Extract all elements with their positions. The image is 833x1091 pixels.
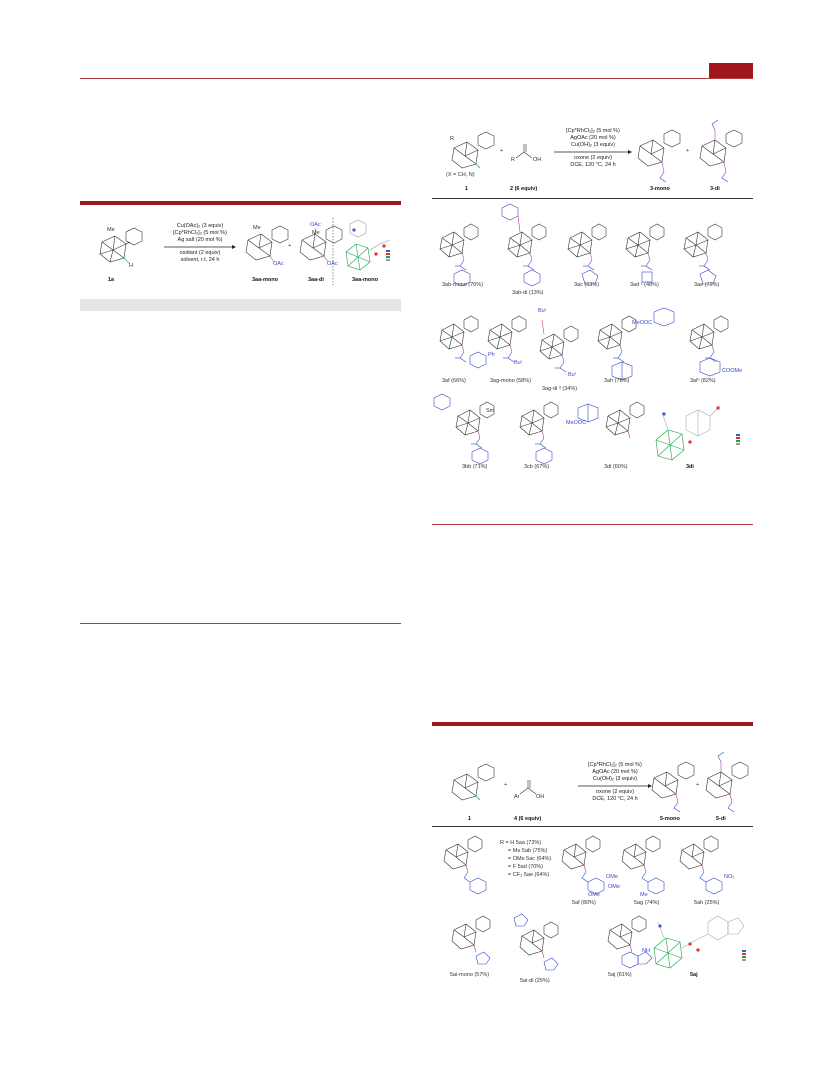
scheme3-oh: OH (536, 794, 545, 800)
scheme3-subst-3: = OMe 5ac (64%) (508, 856, 552, 862)
group-no2: NO₂ (724, 874, 735, 880)
scheme2-plus-1: + (500, 148, 504, 154)
mono-me-label: Me (253, 225, 261, 231)
group-meooc: MeOOC (632, 320, 653, 326)
product-mono-label: 3aa-mono (252, 277, 278, 283)
scheme2-x-label: (X = CH, N) (446, 172, 475, 178)
sub-me-label: Me (107, 227, 115, 233)
scheme2-condition-1: oxone (2 equiv) (574, 155, 612, 161)
scheme3-top-rule (432, 722, 753, 726)
scheme3-subst-2: = Me 5ab (75%) (508, 848, 548, 854)
scheme2-label-2: 2 (6 equiv) (510, 186, 538, 192)
scheme2-acid-r: R (511, 157, 515, 163)
scheme2-products: 3ab-mono (76%) 3ab-di (13%) 3ac (63%) 3a… (432, 202, 753, 492)
group-ome-3: OMe (588, 892, 600, 898)
scheme2-reagent-1: [Cp*RhCl₂]₂ (5 mol %) (566, 128, 620, 134)
product-5aj: 5aj (61%) (608, 972, 632, 978)
scheme3-subst-5: = CF₃ 5ae (64%) (508, 872, 550, 878)
product-3ab-mono: 3ab-mono (76%) (442, 282, 483, 288)
mono-oac-label: OAc (273, 261, 284, 267)
scheme2-label-1: 1 (465, 186, 469, 192)
product-3ac: 3ac (63%) (574, 282, 600, 288)
scheme3-plus-2: + (696, 782, 700, 788)
scheme3-label-1: 1 (468, 816, 472, 822)
scheme3-divider (432, 826, 753, 827)
product-3cb: 3cb (67%) (524, 464, 550, 470)
scheme2-r-label: R (450, 136, 454, 142)
scheme3-reagent-1: [Cp*RhCl₂]₂ (5 mol %) (588, 762, 642, 768)
scheme3-subst-4: = F 5ad (70%) (508, 864, 544, 870)
product-3di-xray: 3di (686, 464, 694, 470)
product-di-label: 3aa-di (308, 277, 324, 283)
sub-h-label: H (129, 263, 133, 269)
scheme3-condition-2: DCE, 120 °C, 24 h (592, 796, 638, 802)
scheme3-subst-1: R = H 5aa (73%) (500, 840, 542, 846)
group-meooc-2: MeOOC (566, 420, 587, 426)
product-5ag: 5ag (74%) (634, 900, 660, 906)
product-xray-label: 3aa-mono (352, 277, 378, 283)
group-ph: Ph (488, 352, 495, 358)
page-number-tab (709, 63, 753, 78)
scheme3-reaction: + Ar OH [Cp*RhCl₂]₂ (5 mol %) AgOAc (20 … (432, 750, 753, 826)
product-3ae: 3ae (72%) (694, 282, 720, 288)
plus-sign: + (288, 243, 292, 249)
scheme3-label-di: 5-di (716, 816, 726, 822)
group-me-5ag: Me (640, 892, 648, 898)
product-3bb: 3bb (71%) (462, 464, 488, 470)
group-ome-1: OMe (606, 874, 618, 880)
scheme2-divider (432, 198, 753, 199)
scheme2-label-di: 3-di (710, 186, 720, 192)
scheme2-reagent-3: Cu(OH)₂ (3 equiv) (570, 142, 615, 148)
scheme3-plus-1: + (504, 782, 508, 788)
scheme3-condition-1: oxone (2 equiv) (596, 789, 634, 795)
scheme3-reagent-2: AgOAc (20 mol %) (592, 769, 638, 775)
product-3di: 3di (60%) (604, 464, 628, 470)
di-oac-top-label: OAc (310, 222, 321, 228)
group-bu-1: Buᵗ (514, 360, 522, 366)
right-section-rule (432, 524, 753, 525)
scheme2-acid-oh: OH (533, 157, 542, 163)
header-rule (80, 78, 753, 79)
group-bu-2: Buᵗ (538, 308, 546, 314)
product-5af: 5af (80%) (572, 900, 596, 906)
scheme2-condition-2: DCE, 120 °C, 24 h (570, 162, 616, 168)
substrate-label: 1a (108, 277, 115, 283)
product-3ag-mono: 3ag-mono (58%) (490, 378, 531, 384)
group-ome-2: OMe (608, 884, 620, 890)
scheme2-plus-2: + (686, 148, 690, 154)
product-3ai: 3aiᵇ (82%) (690, 378, 716, 384)
product-5ah: 5ah (25%) (694, 900, 720, 906)
group-nh: NH (642, 948, 650, 954)
di-oac-bottom-label: OAc (327, 261, 338, 267)
table1-header-band (80, 299, 401, 311)
table1-condition-1: oxidant (2 equiv) (179, 250, 221, 256)
product-3ab-di: 3ab-di (13%) (512, 290, 544, 296)
product-5ai-di: 5ai-di (25%) (520, 978, 550, 984)
product-5ai-mono: 5ai-mono (57%) (450, 972, 490, 978)
di-me-label: Me (312, 230, 320, 236)
scheme3-products: R = H 5aa (73%) = Me 5ab (75%) = OMe 5ac… (432, 830, 753, 990)
group-sm: Sm (486, 408, 495, 414)
table1-reagent-1: Cu(OAc)₂ (3 equiv) (176, 223, 224, 229)
product-3ag-di: 3ag-di ᵈ (34%) (542, 386, 578, 392)
product-3af: 3af (66%) (442, 378, 466, 384)
scheme3-reagent-3: Cu(OH)₂ (3 equiv) (592, 776, 637, 782)
product-3ad: 3ad ᶜ (48%) (630, 282, 659, 288)
scheme3-label-4: 4 (6 equiv) (514, 816, 542, 822)
left-section-rule (80, 623, 401, 624)
scheme2-reaction: R (X = CH, N) + R OH [Cp*RhCl₂]₂ (5 mol … (432, 112, 753, 198)
table1-reagent-3: Ag salt (20 mol %) (177, 237, 223, 243)
scheme2-label-mono: 3-mono (650, 186, 670, 192)
table1-reagent-2: [Cp*RhCl₂]₂ (5 mol %) (173, 230, 227, 236)
product-5aj-xray: 5aj (690, 972, 698, 978)
scheme3-label-mono: 5-mono (660, 816, 680, 822)
group-bu-3: Buᵗ (568, 372, 576, 378)
table1-scheme: Me H Cu(OAc)₂ (3 equiv) [Cp*RhCl₂]₂ (5 m… (80, 210, 401, 300)
product-3ah: 3ah (78%) (604, 378, 630, 384)
group-coome: COOMe (722, 368, 743, 374)
table1-condition-2: solvent, r.t. 24 h (180, 257, 220, 263)
scheme2-reagent-2: AgOAc (20 mol %) (570, 135, 616, 141)
scheme3-ar: Ar (514, 794, 520, 800)
table1-top-rule (80, 201, 401, 205)
